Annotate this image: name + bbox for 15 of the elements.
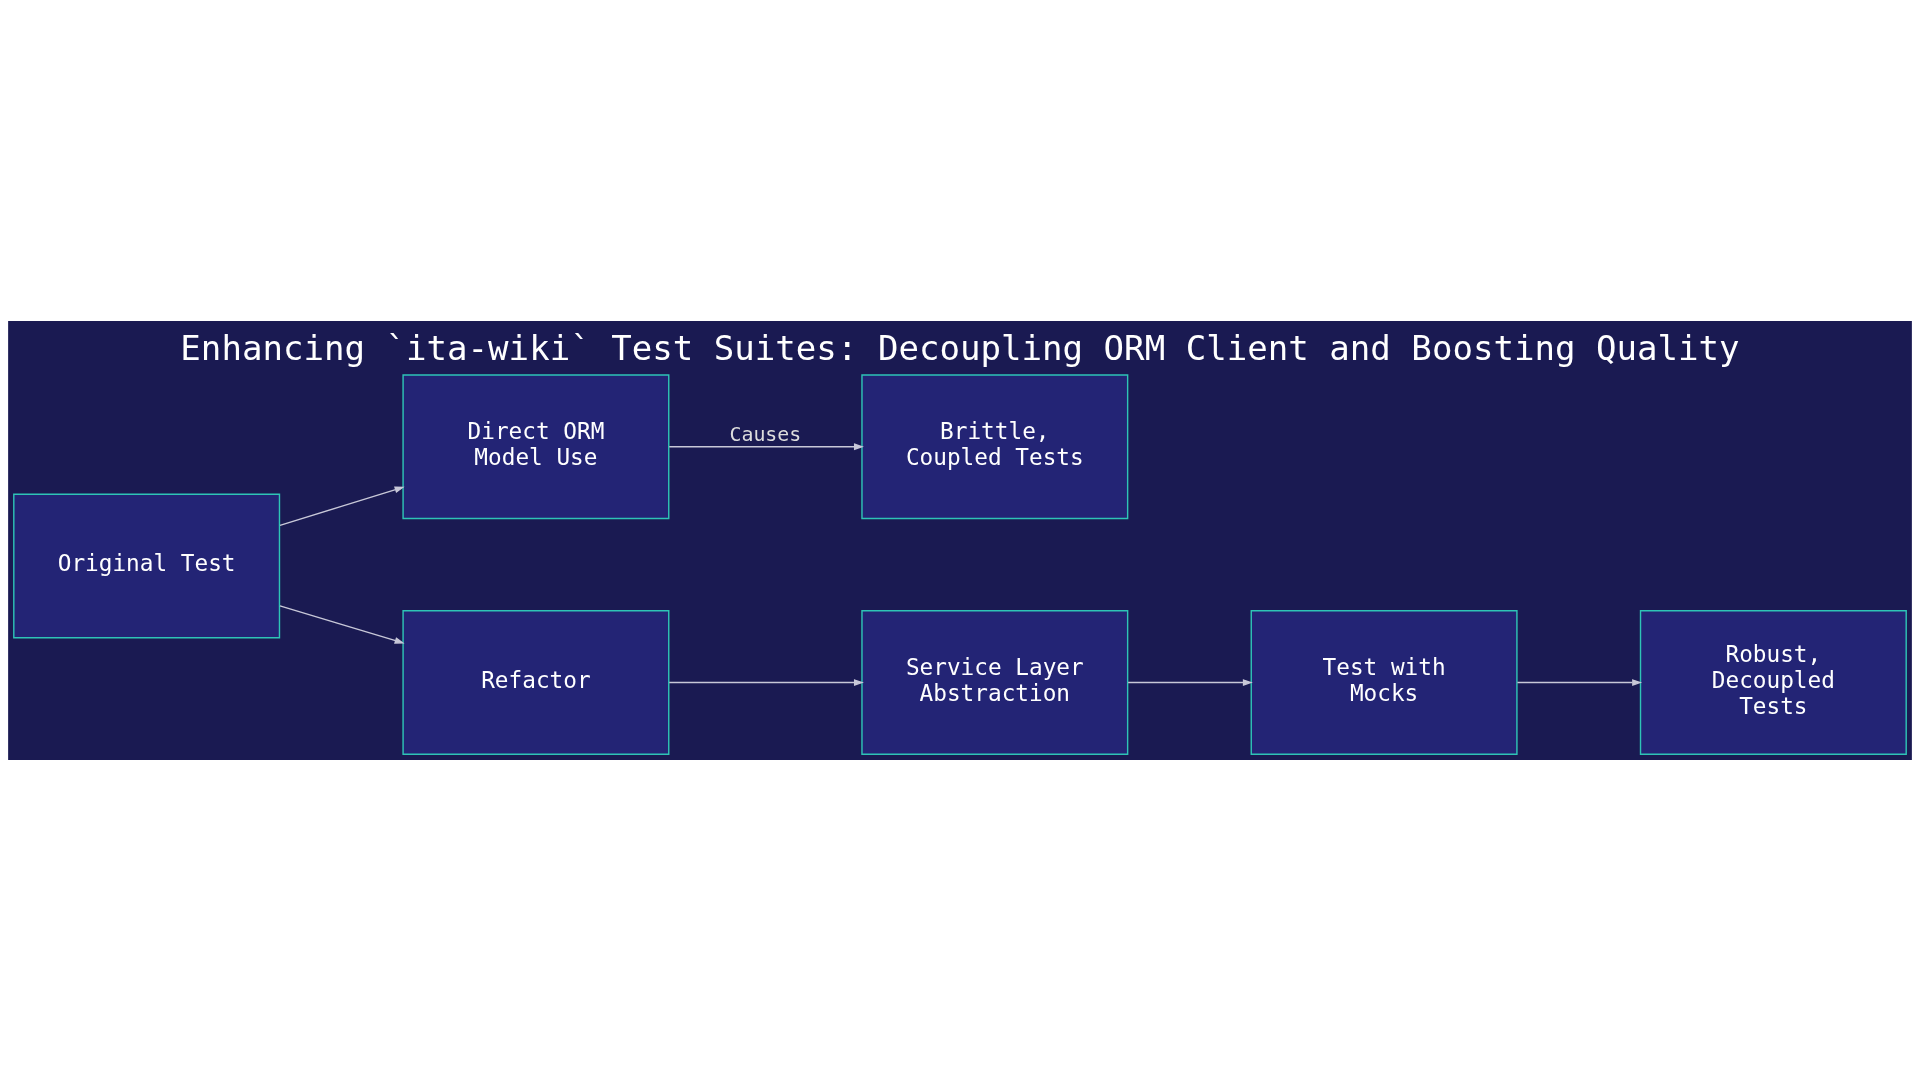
edge-label: Causes: [729, 422, 802, 446]
arrow: [279, 604, 405, 644]
arrow: [1127, 678, 1253, 686]
arrow: [1516, 678, 1643, 686]
diagram-title: Enhancing `ita-wiki` Test Suites: Decoupling ORM Client and Boosting Quality: [180, 327, 1740, 368]
node-box: Direct ORM Model Use: [402, 373, 670, 519]
node-box: Brittle, Coupled Tests: [861, 373, 1129, 519]
arrow: [668, 442, 864, 450]
node-box: Original Test: [13, 493, 281, 639]
node-box: Service Layer Abstraction: [861, 609, 1129, 755]
arrow: [279, 485, 405, 526]
node-box: Robust, Decoupled Tests: [1639, 609, 1907, 755]
node-box: Refactor: [402, 609, 670, 755]
node-box: Test with Mocks: [1250, 609, 1518, 755]
arrow: [668, 678, 864, 686]
